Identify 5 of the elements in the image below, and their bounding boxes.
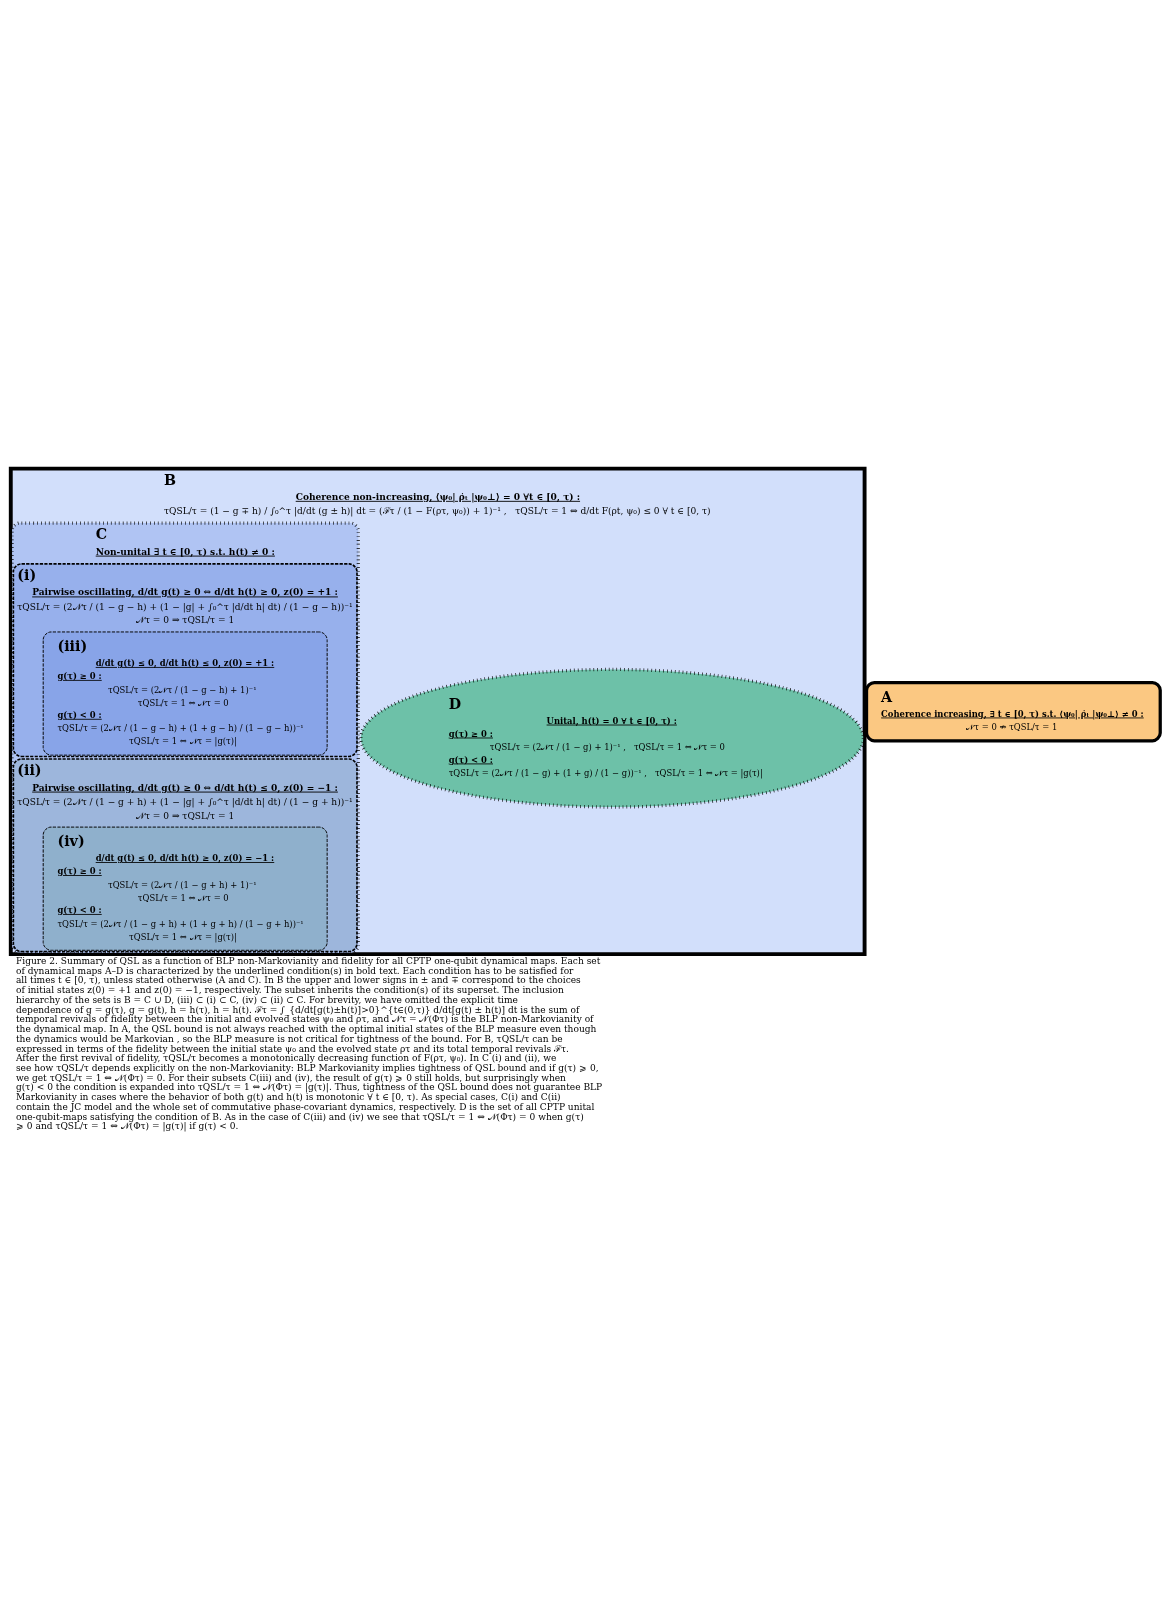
node-ellipse: D Unital, h(t) = 0 ∀ t ∈ [0, τ) : g(τ) ≥ 0 : τQSL/τ = (2𝒩τ / (1 − g) + 1)⁻¹ , τQSL/τ = 1 ⇔ 𝒩τ = 0 g(τ) < 0 : τQSL/τ = (2𝒩τ / (1 − g) + (1 + g) / (1 − g))⁻¹ , τQSL/τ = 1 ⇔ 𝒩τ = |g(τ)| [359, 667, 865, 809]
caption: Figure 2. Summary of QSL as a function of BLP non-Markovianity and fidelity for all CPTP one-qubit dynamical maps. Each set of dynamical maps A–D is characterized by the underlined condition(s) in bold text. Each condition has to be satisfied for all times t ∈ [0, τ), unless stated otherwise (A and C). In B the upper and lower signs in ± and ∓ correspond to the choices of initial states z(0) = +1 and z(0) = −1, respectively. The subset inherits the condition(s) of its superset. The inclusion hierarchy of the sets is B = C ∪ D, (iii) ⊂ (i) ⊂ C, (iv) ⊂ (ii) ⊂ C. For brevity, we have omitted the explicit time dependence of g = g(τ), g = g(t), h = h(τ), h = h(t). ℱτ = ∫_{d/dt[g(t)±h(t)]>0}^{t∈(0,τ)} d/dt[g(t) ± h(t)] dt is the sum of temporal revivals of fidelity between the initial and evolved states ψ₀ and ρτ, and 𝒩τ = 𝒩(Φτ) is the BLP non-Markovianity of the dynamical map. In A, the QSL bound is not always reached with the optimal initial states of the BLP measure even though the dynamics would be Markovian , so the BLP measure is not critical for tightness of the bound. For B, τQSL/τ can be expressed in terms of the fidelity between the initial state ψ₀ and the evolved state ρτ and its total temporal revivals ℱτ. After the first revival of fidelity, τQSL/τ becomes a monotonically decreasing function of F(ρτ, ψ₀). In C (i) and (ii), we see how τQSL/τ depends explicitly on the non-Markovianity: BLP Markovianity implies tightness of QSL bound and if g(τ) ⩾ 0, we get τQSL/τ = 1 ⇔ 𝒩(Φτ) = 0. For their subsets C(iii) and (iv), the result of g(τ) ⩾ 0 still holds, but surprisingly when g(τ) < 0 the condition is expanded into τQSL/τ = 1 ⇔ 𝒩(Φτ) = |g(τ)|. Thus, tightness of the QSL bound does not guarantee BLP Markovianity in cases where the behavior of both g(t) and h(t) is monotonic ∀ t ∈ [0, τ). As special cases, C(i) and C(ii) contain the JC model and the whole set of commutative phase-covariant dynamics, respectively. D is the set of all CPTP unital one-qubit-maps satisfying the condition of B. As in the case of C(iii) and (iv) we see that τQSL/τ = 1 ⇔ 𝒩(Φτ) = 0 when g(τ) ⩾ 0 and τQSL/τ = 1 ⇔ 𝒩(Φτ) = |g(τ)| if g(τ) < 0. [15, 955, 603, 1131]
node-box: A Coherence increasing, ∃ t ∈ [0, τ) s.t. ⟨ψ₀| ρ̇ₜ |ψ₀⊥⟩ ≠ 0 : 𝒩τ = 0 ⇏ τQSL/τ = 1 [864, 680, 1162, 742]
node-box: (iv) d/dt g(t) ≤ 0, d/dt h(t) ≥ 0, z(0) = −1 : g(τ) ≥ 0 : τQSL/τ = (2𝒩τ / (1 − g + h) + 1)⁻¹ τQSL/τ = 1 ⇔ 𝒩τ = 0 g(τ) < 0 : τQSL/τ = (2𝒩τ / (1 − g + h) + (1 + g + h) / (1 − g + h))⁻¹ τQSL/τ = 1 ⇔ 𝒩τ = |g(τ)| [42, 826, 328, 951]
node-box: (iii) d/dt g(t) ≤ 0, d/dt h(t) ≤ 0, z(0) = +1 : g(τ) ≥ 0 : τQSL/τ = (2𝒩τ / (1 − g − h) + 1)⁻¹ τQSL/τ = 1 ⇔ 𝒩τ = 0 g(τ) < 0 : τQSL/τ = (2𝒩τ / (1 − g − h) + (1 + g − h) / (1 − g − h))⁻¹ τQSL/τ = 1 ⇔ 𝒩τ = |g(τ)| [42, 631, 328, 756]
